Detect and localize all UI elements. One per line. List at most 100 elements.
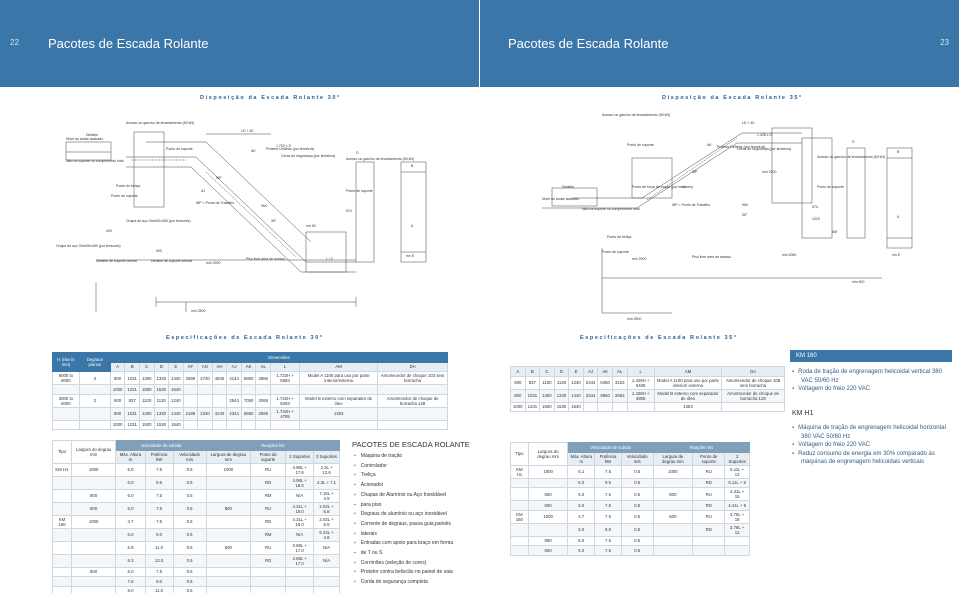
table-cell: 0.5 — [172, 540, 207, 555]
table-cell — [652, 545, 694, 556]
feature-item: Acionador — [354, 481, 453, 491]
table-cell: 1500 — [138, 419, 155, 430]
table-cell — [78, 419, 111, 430]
feature-item: para piso — [354, 501, 453, 511]
table-cell: N/A — [313, 540, 340, 555]
r-label-min-4060: min 4060 — [782, 253, 796, 257]
table-cell: 1231 — [524, 401, 541, 412]
th-max: Máx. Altura m — [115, 449, 146, 464]
table-cell — [299, 419, 379, 430]
table-cell: 9.0 — [115, 585, 146, 593]
km160-list: Roda de tração de engrenagem helicoidal … — [792, 368, 952, 394]
table-cell: Amortecedor de choque de borracha 128 — [377, 393, 448, 408]
table-cell: Model B externo com separador de óleo — [299, 393, 379, 408]
table-cell: 600 — [527, 545, 569, 556]
th-2sup: 2 Suportes — [285, 449, 315, 464]
th-col: AH — [211, 361, 228, 372]
th-larg2: Largura de degrau mm — [205, 449, 252, 464]
r-label-ld: LD + 40 — [742, 121, 754, 125]
table-cell: 1240 — [168, 393, 184, 408]
table-cell: 1031 — [124, 406, 140, 421]
table-cell — [527, 522, 569, 537]
r-th-ponto: Ponto de suporte — [692, 451, 726, 466]
table-cell: RD — [692, 500, 726, 511]
th-col: AG — [197, 361, 213, 372]
feature-item: Máquina de tração — [354, 452, 453, 462]
table-cell: 600 — [510, 375, 526, 390]
table-cell: 5.1 — [567, 464, 596, 479]
table-cell: 4240 — [211, 406, 228, 421]
r-label-ponto-suporte-2: Ponto de suporte — [602, 250, 629, 254]
table-cell — [52, 501, 72, 516]
r-label-am: AM — [832, 230, 837, 234]
table-cell: 9.0 — [594, 522, 622, 537]
feature-item: Entradas com apoio para braço em forma — [354, 539, 453, 549]
label-500: 500 — [156, 249, 162, 253]
r-label-cerca: Cerca de segurança (por terceiros) — [737, 147, 791, 151]
r-label-min-2900: min 2900 — [632, 257, 646, 261]
table-cell — [510, 522, 529, 537]
table-cell: RU — [692, 487, 726, 501]
r-label-ponto-trelica: Ponto de treliça — [607, 235, 631, 239]
right-specs-title: Especificações de Escada Rolante 35° — [580, 335, 738, 341]
table-cell: 2144 — [226, 371, 242, 385]
label-ponto-traccao: Ponto de treliça — [116, 184, 140, 188]
table-cell: 11.0 — [144, 540, 174, 555]
table-cell: 1530 — [153, 419, 170, 430]
table-cell: 1530 — [553, 401, 570, 412]
table-cell: 0.5 — [172, 527, 207, 542]
table-cell: RD — [250, 475, 287, 490]
table-cell: 6.0 — [115, 475, 146, 490]
table-cell — [205, 566, 252, 577]
r-label-wp-trabalho: WP = Ponto de Trabalho — [672, 203, 710, 207]
label-min-2500: min 2500 — [191, 309, 205, 313]
table-cell: Amortecedor de choque 103 sem borracha — [377, 371, 448, 385]
r-label-min-2500: min 2500 — [627, 317, 641, 321]
label-min-2900: min 2900 — [206, 261, 220, 265]
table-cell: 2344 — [582, 375, 599, 390]
r-label-2300: min 2300 — [762, 170, 776, 174]
table-cell: 2340 — [197, 406, 213, 421]
left-header-title: Pacotes de Escada Rolante — [48, 36, 209, 51]
label-30deg: 30° — [271, 219, 277, 223]
table-cell: 1530 — [153, 384, 170, 395]
table-cell: N/A — [313, 553, 340, 568]
table-cell — [597, 401, 613, 412]
table-cell — [205, 475, 252, 490]
table-cell: 600 — [205, 540, 252, 555]
table-cell: 3.78L + 18 — [724, 509, 750, 524]
r-label-574: 574 — [812, 205, 818, 209]
th-degraus: Degraus planos — [78, 352, 111, 372]
left-page: 22 Pacotes de Escada Rolante Disposição … — [0, 0, 479, 593]
table-cell: 1000 — [527, 509, 569, 524]
table-cell: RM — [250, 488, 287, 503]
table-cell — [692, 545, 726, 556]
table-cell: 0.5 — [620, 509, 654, 524]
r-label-level: Nível do andar acabado — [542, 197, 579, 201]
th-col: AK — [240, 361, 257, 372]
table-cell: 2 — [78, 393, 111, 408]
table-cell: 3000 to 6000 — [52, 393, 80, 408]
table-cell: 7.5 — [144, 488, 174, 503]
table-cell: 7.5 — [144, 501, 174, 516]
table-cell: 600 — [70, 501, 117, 516]
table-cell — [52, 419, 80, 430]
table-cell: 7.5 — [594, 464, 622, 479]
table-cell: 7050 — [240, 393, 257, 408]
r-th-vel: Velocidade m/s — [620, 451, 654, 466]
table-cell: 1440 — [568, 388, 584, 403]
r-th-max: Máx. Altura m — [567, 451, 596, 466]
table-cell — [205, 585, 252, 593]
table-cell: 1000 — [652, 464, 694, 479]
table-cell: KM 160 — [510, 509, 529, 524]
th-col: AJ — [582, 366, 599, 377]
table-cell — [255, 384, 271, 395]
